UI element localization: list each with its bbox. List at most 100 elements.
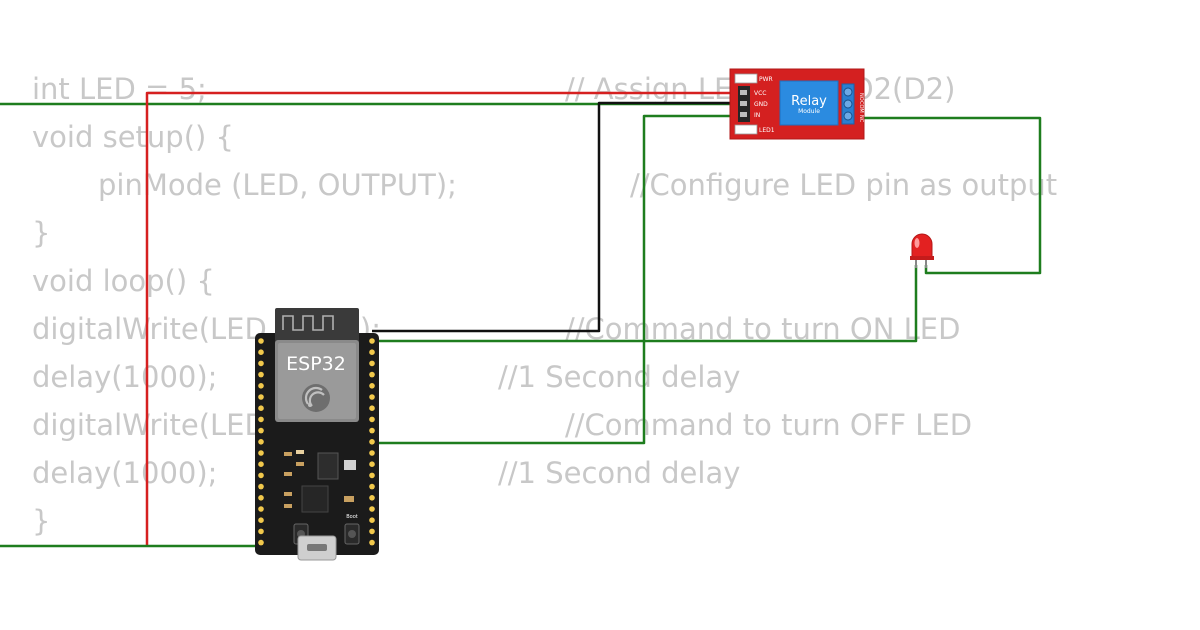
esp32-pin[interactable] xyxy=(369,360,375,367)
esp32-antenna xyxy=(275,308,359,344)
esp32-pin[interactable] xyxy=(369,450,375,456)
relay-body xyxy=(779,80,839,126)
esp32-pin[interactable] xyxy=(258,439,264,445)
relay-module[interactable]: PWR VCC GND IN LED1 Relay Module NO COM … xyxy=(729,68,865,140)
code-listing: int LED = 5; void setup() { pinMode (LED… xyxy=(32,72,1057,538)
smd-part xyxy=(344,496,354,502)
wires xyxy=(0,91,1042,548)
esp32-regulator xyxy=(317,452,339,480)
smd-part xyxy=(284,472,292,476)
esp32-button-boot-cap xyxy=(348,530,356,538)
esp32-shield-top xyxy=(278,343,356,419)
esp32-pin[interactable] xyxy=(369,483,375,490)
esp32-pin[interactable] xyxy=(369,427,375,434)
esp32-pin[interactable] xyxy=(258,405,264,412)
relay-terminal-label: COM xyxy=(858,101,864,113)
esp32-pin[interactable] xyxy=(369,416,375,423)
esp32-pin[interactable] xyxy=(258,427,264,434)
esp32-pin[interactable] xyxy=(369,495,375,501)
esp32-pin[interactable] xyxy=(369,517,375,523)
esp32-pin[interactable] xyxy=(258,360,264,367)
esp32-pin[interactable] xyxy=(369,383,375,389)
esp32-pin[interactable] xyxy=(258,338,264,344)
esp32-pin[interactable] xyxy=(258,528,264,535)
relay-led1 xyxy=(734,124,758,135)
esp32-pin[interactable] xyxy=(369,506,375,512)
smd-part xyxy=(344,460,356,470)
relay-led1-label: LED1 xyxy=(759,127,775,134)
esp32-pin[interactable] xyxy=(258,349,264,356)
smd-part xyxy=(284,452,292,456)
code-line: } xyxy=(32,504,50,538)
esp32-pins-right xyxy=(369,338,375,546)
relay-title: Relay xyxy=(791,94,827,109)
wire-black-gnd[interactable] xyxy=(372,101,740,333)
esp32-pin[interactable] xyxy=(369,461,375,468)
smd-part xyxy=(296,462,304,466)
code-comment: //Command to turn OFF LED xyxy=(565,408,972,442)
code-line: void loop() { xyxy=(32,264,215,298)
code-line: delay(1000); xyxy=(32,360,217,394)
esp32-pin[interactable] xyxy=(258,383,264,389)
esp32-label: ESP32 xyxy=(286,353,346,375)
relay-terminal-com[interactable] xyxy=(843,99,853,109)
relay-pin-in[interactable] xyxy=(740,112,747,117)
esp32-usb-chip xyxy=(301,485,329,513)
wire-green-in[interactable] xyxy=(372,114,740,445)
relay-terminal-label: NC xyxy=(858,115,864,123)
esp32-pin[interactable] xyxy=(258,483,264,490)
relay-terminal-nc[interactable] xyxy=(843,111,853,121)
esp32-pin[interactable] xyxy=(369,338,375,344)
esp32-pin[interactable] xyxy=(369,472,375,479)
relay-pwr-led xyxy=(734,73,758,84)
smd-part xyxy=(284,504,292,508)
relay-pin-label: GND xyxy=(754,101,768,108)
code-comment: //1 Second delay xyxy=(498,456,740,490)
esp32-pin[interactable] xyxy=(258,450,264,456)
relay-pin-label: IN xyxy=(754,112,760,119)
relay-pin-vcc[interactable] xyxy=(740,90,747,95)
esp32-pin[interactable] xyxy=(369,439,375,445)
code-line: delay(1000); xyxy=(32,456,217,490)
esp32-pin[interactable] xyxy=(258,416,264,423)
wire-green-led[interactable] xyxy=(372,265,918,343)
relay-pwr-label: PWR xyxy=(759,76,773,83)
led-highlight xyxy=(914,238,920,248)
antenna-trace xyxy=(282,315,334,331)
esp32-pin[interactable] xyxy=(369,405,375,412)
esp32-pin[interactable] xyxy=(369,371,375,378)
espressif-logo xyxy=(302,384,330,412)
esp32-pin[interactable] xyxy=(258,371,264,378)
code-comment: //1 Second delay xyxy=(498,360,740,394)
esp32-pin[interactable] xyxy=(258,394,264,400)
esp32-pin[interactable] xyxy=(258,517,264,523)
esp32-pins-left xyxy=(258,338,264,546)
esp32-pin[interactable] xyxy=(258,539,264,546)
espressif-logo-arc xyxy=(304,386,323,405)
code-line: int LED = 5; xyxy=(32,72,207,106)
esp32-pin[interactable] xyxy=(369,528,375,535)
code-comment: //Configure LED pin as output xyxy=(630,168,1057,202)
relay-subtitle: Module xyxy=(798,108,820,115)
esp32-pin[interactable] xyxy=(258,472,264,479)
esp32-pin[interactable] xyxy=(369,539,375,546)
esp32-pin[interactable] xyxy=(258,506,264,512)
relay-pin-gnd[interactable] xyxy=(740,101,747,106)
wire-red-power[interactable] xyxy=(145,91,740,545)
wire-green-com[interactable] xyxy=(850,116,1042,275)
red-led[interactable] xyxy=(910,233,934,268)
espressif-logo-dot xyxy=(308,403,312,407)
esp32-boot-label: Boot xyxy=(346,514,358,520)
esp32-pin[interactable] xyxy=(258,495,264,501)
esp32-board[interactable]: ESP32 Boot xyxy=(255,308,379,561)
esp32-pin[interactable] xyxy=(258,461,264,468)
esp32-usb-slot xyxy=(307,544,327,551)
relay-terminal-no[interactable] xyxy=(843,87,853,97)
led-rim xyxy=(910,256,934,260)
esp32-pin[interactable] xyxy=(369,349,375,356)
smd-part xyxy=(284,492,292,496)
code-line: pinMode (LED, OUTPUT); xyxy=(98,168,457,202)
esp32-pin[interactable] xyxy=(369,394,375,400)
relay-pin-label: VCC xyxy=(754,90,766,97)
